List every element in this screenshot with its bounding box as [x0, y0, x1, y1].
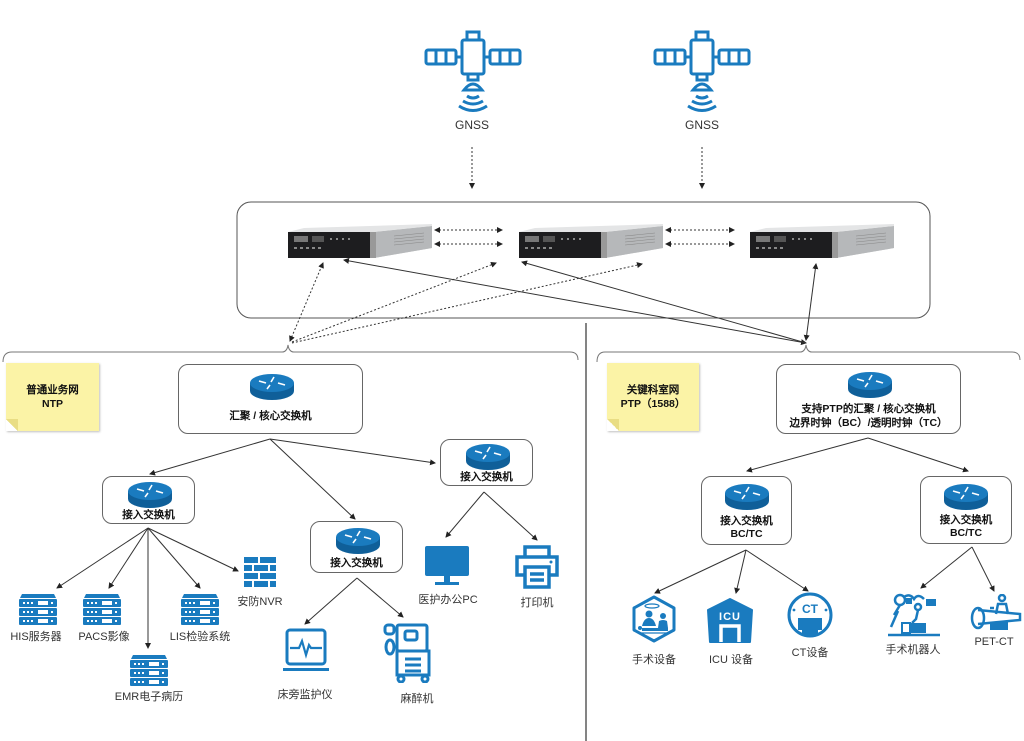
time-server-3	[746, 222, 896, 267]
device-pacs-label: PACS影像	[78, 631, 130, 643]
right-network-note: 关键科室网 PTP（1588）	[607, 363, 699, 431]
rack-server-icon	[288, 224, 432, 258]
device-lis	[180, 590, 220, 631]
device-emr-label: EMR电子病历	[114, 691, 184, 703]
surgical-robot-icon	[888, 593, 940, 637]
printer-icon	[515, 545, 559, 589]
device-printer	[514, 545, 560, 594]
router-icon	[725, 484, 769, 510]
server-icon	[19, 594, 57, 625]
router-icon	[336, 528, 380, 554]
device-nvr-label: 安防NVR	[237, 596, 283, 608]
left-core-switch-label: 汇聚 / 核心交换机	[229, 410, 312, 422]
router-icon	[944, 484, 988, 510]
left-access-switch-1: 接入交换机	[102, 476, 195, 524]
right-access-switch-2-label-line2: BC/TC	[949, 527, 983, 539]
right-core-switch: 支持PTP的汇聚 / 核心交换机 边界时钟（BC）/透明时钟（TC）	[776, 364, 961, 434]
device-ct: CT	[786, 592, 834, 645]
device-his-server-label: HIS服务器	[10, 631, 62, 643]
device-emr	[129, 651, 169, 692]
right-network-protocol: PTP（1588）	[620, 398, 686, 410]
rack-server-icon	[519, 224, 663, 258]
pet-ct-icon	[970, 593, 1022, 630]
device-pet-ct	[970, 593, 1022, 639]
gnss-label-1: GNSS	[454, 118, 490, 132]
right-access-switch-1-label-line1: 接入交换机	[720, 515, 773, 527]
right-access-switch-2-label-line1: 接入交换机	[939, 514, 993, 526]
icu-icon-text: ICU	[719, 611, 741, 623]
right-network-name: 关键科室网	[626, 384, 680, 396]
device-surgery-label: 手术设备	[632, 654, 676, 666]
router-icon	[848, 372, 892, 398]
device-ct-label: CT设备	[791, 647, 829, 659]
patient-monitor-icon	[283, 628, 329, 671]
right-network-bracket	[596, 344, 1021, 363]
right-access-switch-2: 接入交换机 BC/TC	[920, 476, 1012, 544]
ct-icon-text: CT	[802, 602, 819, 616]
server-icon	[181, 594, 219, 625]
server-icon	[83, 594, 121, 625]
rack-server-icon	[750, 224, 894, 258]
device-surgery	[630, 595, 678, 648]
device-anesthesia-machine	[383, 623, 431, 688]
device-lis-label: LIS检验系统	[169, 631, 231, 643]
left-network-bracket	[2, 344, 579, 363]
time-server-2	[515, 222, 665, 267]
time-server-1	[284, 222, 434, 267]
router-icon	[250, 374, 294, 400]
device-pet-ct-label: PET-CT	[974, 636, 1014, 648]
satellite-icon	[424, 30, 522, 112]
device-nvr	[244, 557, 276, 594]
device-surgical-robot	[888, 591, 940, 644]
router-icon	[466, 444, 510, 470]
device-bedside-monitor	[282, 628, 330, 679]
left-access-switch-3-label: 接入交换机	[460, 471, 513, 483]
left-core-switch: 汇聚 / 核心交换机	[178, 364, 363, 434]
device-office-pc	[424, 545, 470, 592]
device-pacs	[82, 590, 122, 631]
gnss-satellite-2	[653, 26, 753, 116]
device-office-pc-label: 医护办公PC	[418, 594, 478, 606]
device-surgical-robot-label: 手术机器人	[885, 644, 941, 656]
left-access-switch-1-label: 接入交换机	[122, 509, 175, 521]
device-icu: ICU	[706, 598, 754, 649]
left-access-switch-3: 接入交换机	[440, 439, 533, 486]
anesthesia-machine-icon	[383, 623, 431, 684]
right-core-switch-label-line2: 边界时钟（BC）/透明时钟（TC）	[789, 417, 948, 429]
monitor-icon	[425, 546, 469, 585]
firewall-icon	[244, 557, 276, 587]
gnss-label-2: GNSS	[684, 118, 720, 132]
surgery-icon	[632, 595, 676, 643]
left-network-note: 普通业务网 NTP	[6, 363, 99, 431]
device-icu-label: ICU 设备	[709, 654, 753, 666]
gnss-satellite-1	[424, 26, 524, 116]
device-printer-label: 打印机	[520, 597, 554, 609]
right-core-switch-label-line1: 支持PTP的汇聚 / 核心交换机	[801, 403, 936, 415]
device-his-server	[18, 590, 58, 631]
left-network-name: 普通业务网	[26, 384, 79, 396]
left-network-protocol: NTP	[42, 398, 63, 410]
icu-icon: ICU	[707, 598, 753, 643]
router-icon	[128, 482, 172, 508]
right-access-switch-1-label-line2: BC/TC	[730, 528, 763, 540]
ct-scanner-icon: CT	[787, 592, 833, 638]
server-icon	[130, 655, 168, 686]
left-access-switch-2: 接入交换机	[310, 521, 403, 573]
device-bedside-monitor-label: 床旁监护仪	[277, 689, 333, 701]
satellite-icon	[653, 30, 751, 112]
right-access-switch-1: 接入交换机 BC/TC	[701, 476, 792, 545]
device-anesthesia-machine-label: 麻醉机	[400, 693, 434, 705]
left-access-switch-2-label: 接入交换机	[330, 557, 383, 569]
